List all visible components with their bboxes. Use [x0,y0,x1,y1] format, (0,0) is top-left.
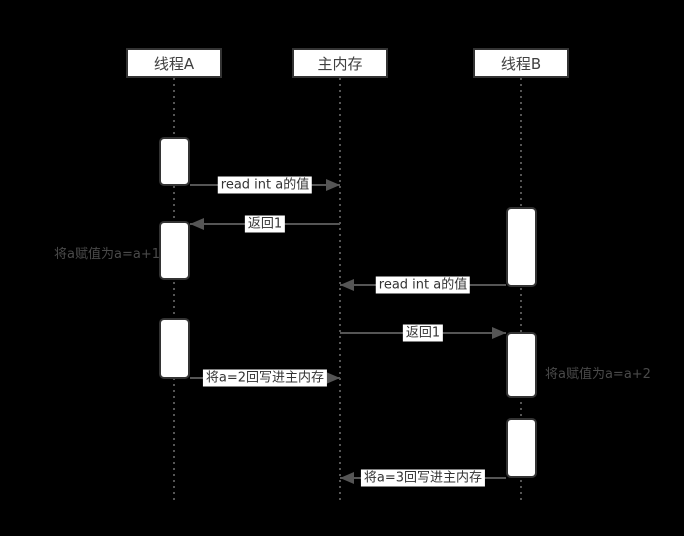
participant-thread-b-label: 线程B [500,54,542,73]
participant-thread-b: 线程B [473,48,569,78]
message-arrow-read-a-from-thread-b: read int a的值 [340,276,506,294]
activation-thread-a-2 [159,221,190,280]
lifeline-thread-a [173,78,175,503]
message-label: read int a的值 [217,176,313,194]
arrowhead-right-icon [326,372,340,384]
message-arrow-writeback-a2: 将a=2回写进主内存 [190,369,340,387]
arrowhead-right-icon [492,327,506,339]
arrowhead-right-icon [326,179,340,191]
message-label: 将a=3回写进主内存 [360,469,486,487]
participant-thread-a-label: 线程A [153,54,195,73]
message-label: read int a的值 [375,276,471,294]
arrowhead-left-icon [340,279,354,291]
participant-main-memory: 主内存 [292,48,388,78]
arrowhead-left-icon [190,218,204,230]
message-arrow-read-a-from-thread-a: read int a的值 [190,176,340,194]
activation-thread-a-3 [159,318,190,379]
participant-main-memory-label: 主内存 [317,54,363,73]
activation-thread-b-3 [506,418,537,478]
message-arrow-return-1-to-thread-b: 返回1 [340,324,506,342]
arrowhead-left-icon [340,472,354,484]
activation-thread-b-2 [506,332,537,398]
message-arrow-writeback-a3: 将a=3回写进主内存 [340,469,506,487]
note-thread-a-assign: 将a赋值为a=a+1 [54,247,160,262]
message-arrow-return-1-to-thread-a: 返回1 [190,215,340,233]
message-label: 返回1 [402,324,444,342]
message-label: 返回1 [244,215,286,233]
activation-thread-a-1 [159,137,190,186]
note-thread-b-assign: 将a赋值为a=a+2 [545,367,651,382]
lifeline-thread-b [520,78,522,503]
activation-thread-b-1 [506,207,537,287]
participant-thread-a: 线程A [126,48,222,78]
message-label: 将a=2回写进主内存 [202,369,328,387]
